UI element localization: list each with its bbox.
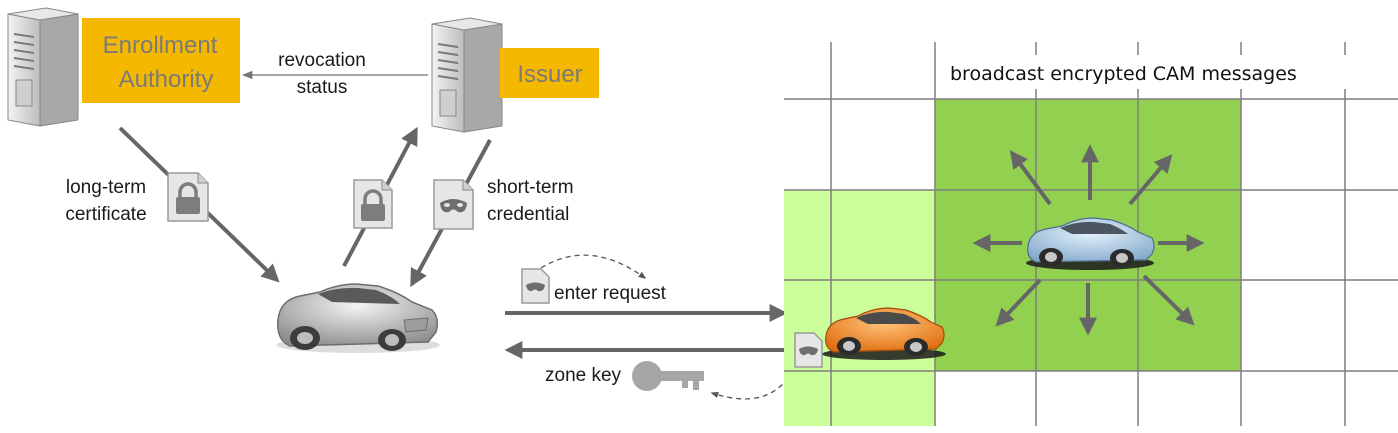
issuer-server-icon bbox=[431, 17, 503, 133]
issuer-box: Issuer bbox=[500, 48, 599, 98]
short-term-label-line2: credential bbox=[487, 204, 569, 225]
enrollment-authority-label-line2: Authority bbox=[119, 66, 214, 93]
broadcast-arrows bbox=[972, 144, 1205, 336]
revocation-label-line1: revocation bbox=[278, 50, 366, 71]
mask-document-small-icon bbox=[521, 268, 550, 304]
enter-request-label: enter request bbox=[554, 283, 667, 304]
blue-car-icon bbox=[1026, 217, 1155, 270]
lock-document-icon bbox=[167, 172, 209, 222]
enter-request-dashed-arc bbox=[540, 254, 647, 279]
orange-car-icon bbox=[822, 307, 946, 360]
long-term-label-line2: certificate bbox=[65, 204, 146, 225]
broadcast-arrow-nw bbox=[1009, 150, 1052, 206]
enrollment-authority-server-icon bbox=[7, 7, 79, 127]
enrollment-authority-box: Enrollment Authority bbox=[82, 18, 240, 103]
zone-key-dashed-arc bbox=[710, 369, 794, 400]
mask-document-orange-car-icon bbox=[794, 332, 823, 368]
vehicle-car-icon bbox=[276, 283, 440, 353]
revocation-label-line2: status bbox=[297, 77, 348, 98]
key-icon bbox=[632, 361, 704, 391]
enrollment-authority-label-line1: Enrollment bbox=[103, 32, 218, 59]
light-green-zone bbox=[784, 190, 935, 426]
mask-document-icon bbox=[433, 179, 474, 230]
broadcast-arrow-sw bbox=[995, 278, 1042, 327]
short-term-label-line1: short-term bbox=[487, 177, 574, 198]
broadcast-arrow-ne bbox=[1128, 154, 1173, 206]
broadcast-label: broadcast encrypted CAM messages bbox=[950, 63, 1297, 85]
lock-document-request-icon bbox=[353, 179, 393, 229]
zone-key-label: zone key bbox=[545, 365, 622, 386]
long-term-label-line1: long-term bbox=[66, 177, 146, 198]
issuer-label: Issuer bbox=[517, 61, 582, 88]
broadcast-arrow-se bbox=[1142, 274, 1195, 326]
